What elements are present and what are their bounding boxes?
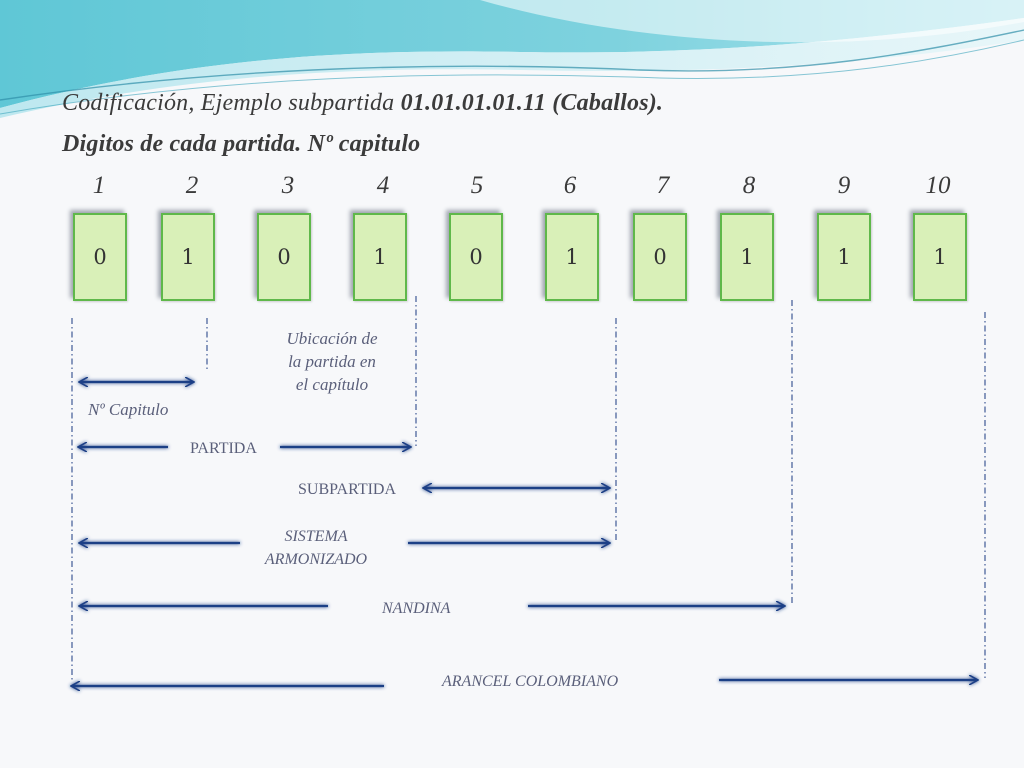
- position-number: 9: [837, 172, 851, 199]
- position-number: 1: [92, 172, 106, 199]
- position-number: 7: [656, 172, 670, 199]
- label-subpartida: SUBPARTIDA: [298, 481, 397, 498]
- digit-box: 0: [633, 213, 687, 301]
- digit-box: 1: [913, 213, 967, 301]
- label-arancel: ARANCEL COLOMBIANO: [442, 673, 619, 690]
- digit-box: 1: [161, 213, 215, 301]
- title-line-2: Digitos de cada partida. Nº capitulo: [62, 131, 421, 157]
- title-prefix: Codificación, Ejemplo subpartida: [62, 90, 401, 116]
- title-line-1: Codificación, Ejemplo subpartida 01.01.0…: [62, 90, 663, 117]
- label-sistema-armonizado: SISTEMA ARMONIZADO: [264, 528, 368, 568]
- digit-box: 0: [449, 213, 503, 301]
- digit-box: 0: [257, 213, 311, 301]
- label-capitulo: Nº Capitulo: [88, 400, 169, 419]
- digit-box: 1: [545, 213, 599, 301]
- label-nandina: NANDINA: [382, 600, 451, 617]
- title-code: 01.01.01.01.11 (Caballos).: [400, 90, 664, 116]
- position-number: 3: [281, 172, 295, 199]
- label-ubicacion: Ubicación de la partida en el capítulo: [286, 329, 378, 394]
- position-number: 10: [925, 172, 951, 199]
- digit-box: 1: [720, 213, 774, 301]
- digit-box: 0: [73, 213, 127, 301]
- position-number: 2: [185, 172, 199, 199]
- label-partida: PARTIDA: [190, 440, 257, 457]
- position-number: 6: [563, 172, 577, 199]
- digit-box: 1: [817, 213, 871, 301]
- guide-lines: [71, 296, 986, 680]
- position-number: 4: [376, 172, 390, 199]
- digit-box: 1: [353, 213, 407, 301]
- position-number: 8: [742, 172, 756, 199]
- position-number: 5: [470, 172, 484, 199]
